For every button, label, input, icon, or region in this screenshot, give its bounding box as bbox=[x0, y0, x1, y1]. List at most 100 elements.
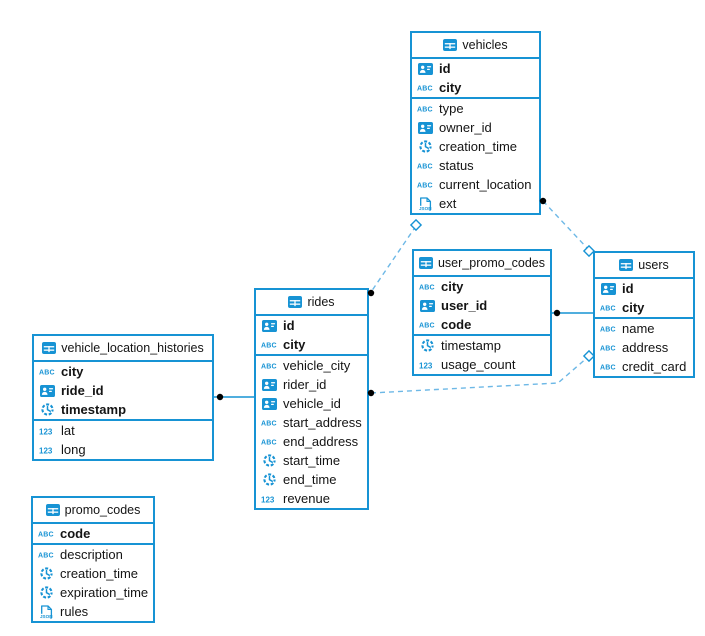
id-icon bbox=[260, 397, 279, 410]
connector-dot bbox=[216, 393, 224, 401]
text-icon: ABC bbox=[38, 367, 57, 376]
field-row-vehicle_location_histories-lat: 123 lat bbox=[34, 421, 212, 440]
field-label: id bbox=[622, 281, 634, 296]
text-icon: ABC bbox=[599, 303, 618, 312]
entity-header: user_promo_codes bbox=[414, 251, 550, 277]
field-label: start_address bbox=[283, 415, 362, 430]
field-label: id bbox=[439, 61, 451, 76]
field-row-promo_codes-creation_time: creation_time bbox=[33, 564, 153, 583]
relationship-line-vehicles-rides bbox=[370, 225, 417, 293]
table-icon bbox=[288, 296, 303, 308]
field-row-vehicles-ext: JSON ext bbox=[412, 194, 539, 213]
field-row-vehicle_location_histories-ride_id: ride_id bbox=[34, 381, 212, 400]
field-label: type bbox=[439, 101, 464, 116]
text-icon: ABC bbox=[416, 161, 435, 170]
svg-text:123: 123 bbox=[39, 446, 53, 455]
time-icon bbox=[38, 403, 57, 416]
field-label: name bbox=[622, 321, 655, 336]
field-row-users-id: id bbox=[595, 279, 693, 298]
svg-text:ABC: ABC bbox=[417, 107, 433, 113]
number-icon: 123 bbox=[38, 445, 57, 455]
number-icon: 123 bbox=[38, 426, 57, 436]
field-label: city bbox=[439, 80, 462, 95]
entity-header: users bbox=[595, 253, 693, 279]
field-label: timestamp bbox=[441, 338, 501, 353]
svg-text:ABC: ABC bbox=[419, 285, 435, 291]
field-label: end_address bbox=[283, 434, 359, 449]
entity-title: vehicles bbox=[462, 38, 508, 52]
field-label: long bbox=[61, 442, 86, 457]
field-row-rides-end_address: ABC end_address bbox=[256, 432, 367, 451]
svg-text:ABC: ABC bbox=[417, 183, 433, 189]
svg-text:JSON: JSON bbox=[419, 206, 432, 211]
id-icon bbox=[599, 282, 618, 295]
svg-text:123: 123 bbox=[419, 361, 433, 370]
field-label: code bbox=[60, 526, 91, 541]
text-icon: ABC bbox=[416, 104, 435, 113]
field-row-promo_codes-expiration_time: expiration_time bbox=[33, 583, 153, 602]
field-row-vehicles-creation_time: creation_time bbox=[412, 137, 539, 156]
field-label: city bbox=[283, 337, 306, 352]
field-label: expiration_time bbox=[60, 585, 149, 600]
field-label: code bbox=[441, 317, 472, 332]
svg-text:ABC: ABC bbox=[39, 370, 55, 376]
text-icon: ABC bbox=[416, 83, 435, 92]
field-label: id bbox=[283, 318, 295, 333]
time-icon bbox=[418, 339, 437, 352]
text-icon: ABC bbox=[260, 437, 279, 446]
json-icon: JSON bbox=[37, 604, 56, 619]
field-label: credit_card bbox=[622, 359, 687, 374]
field-row-rides-id: id bbox=[256, 316, 367, 335]
field-label: rules bbox=[60, 604, 89, 619]
field-row-vehicle_location_histories-timestamp: timestamp bbox=[34, 400, 212, 419]
svg-text:ABC: ABC bbox=[261, 440, 277, 446]
time-icon bbox=[37, 586, 56, 599]
svg-text:ABC: ABC bbox=[600, 306, 616, 312]
field-label: city bbox=[61, 364, 84, 379]
field-label: owner_id bbox=[439, 120, 492, 135]
svg-text:ABC: ABC bbox=[600, 365, 616, 371]
field-label: ext bbox=[439, 196, 457, 211]
field-label: start_time bbox=[283, 453, 341, 468]
text-icon: ABC bbox=[599, 343, 618, 352]
field-label: current_location bbox=[439, 177, 532, 192]
svg-text:ABC: ABC bbox=[261, 421, 277, 427]
entity-title: rides bbox=[307, 295, 335, 309]
table-icon bbox=[619, 259, 634, 271]
text-icon: ABC bbox=[37, 550, 56, 559]
id-icon bbox=[260, 378, 279, 391]
time-icon bbox=[260, 454, 279, 467]
svg-text:ABC: ABC bbox=[38, 553, 54, 559]
text-icon: ABC bbox=[599, 324, 618, 333]
svg-text:ABC: ABC bbox=[38, 532, 54, 538]
field-label: vehicle_id bbox=[283, 396, 341, 411]
field-row-vehicle_location_histories-long: 123 long bbox=[34, 440, 212, 459]
connector-diamond bbox=[409, 218, 423, 232]
field-row-vehicles-owner_id: owner_id bbox=[412, 118, 539, 137]
field-row-vehicles-id: id bbox=[412, 59, 539, 78]
field-row-rides-rider_id: rider_id bbox=[256, 375, 367, 394]
field-label: revenue bbox=[283, 491, 330, 506]
field-row-rides-vehicle_id: vehicle_id bbox=[256, 394, 367, 413]
svg-text:ABC: ABC bbox=[417, 164, 433, 170]
text-icon: ABC bbox=[418, 320, 437, 329]
field-label: city bbox=[441, 279, 464, 294]
field-row-rides-start_time: start_time bbox=[256, 451, 367, 470]
field-label: lat bbox=[61, 423, 75, 438]
svg-text:ABC: ABC bbox=[419, 323, 435, 329]
